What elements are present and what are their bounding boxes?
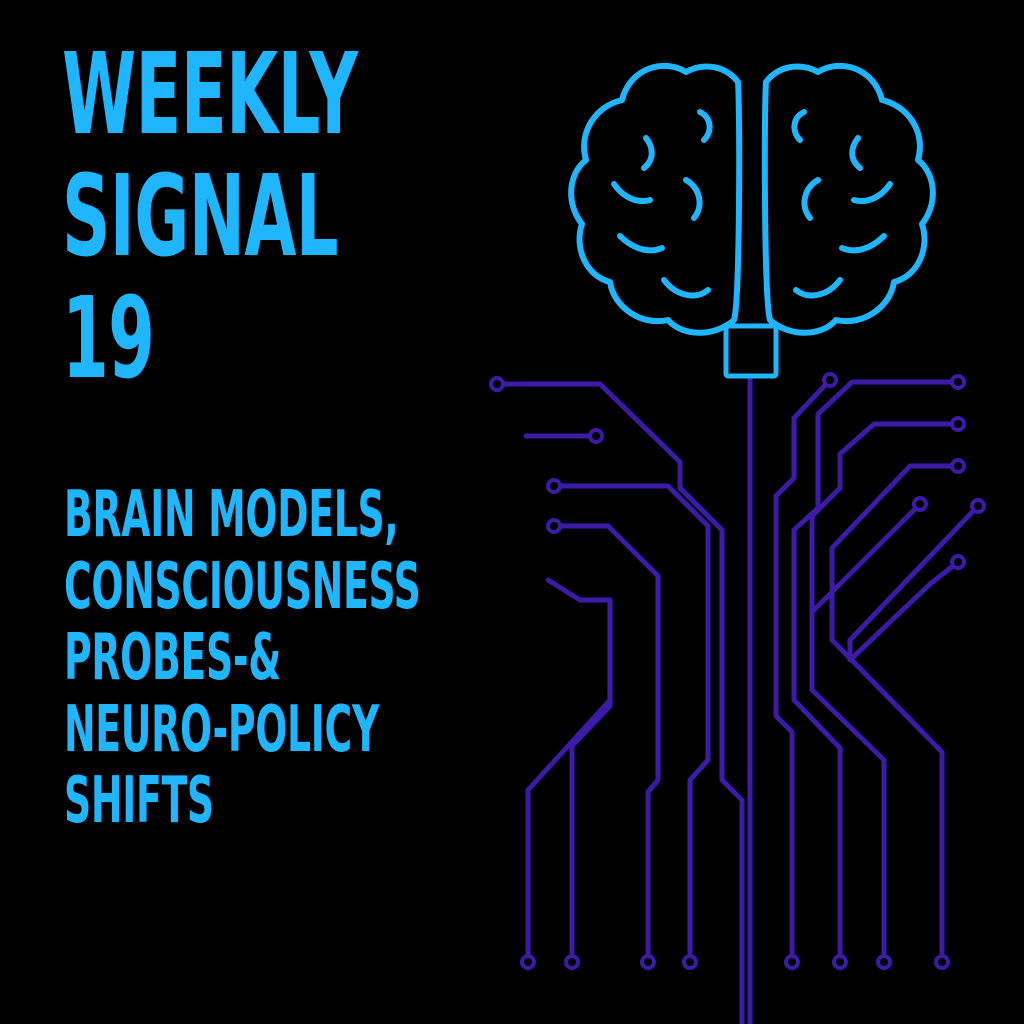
trace-node-icon [564,954,580,970]
circuit-trace-icon [551,523,661,963]
brain-fold-icon [661,277,711,299]
trace-node-icon [682,954,698,970]
trace-node-icon [950,554,966,570]
subtitle-line: BRAIN MODELS, [64,478,399,552]
brain-fold-icon [683,177,703,221]
circuit-trace-icon [809,501,923,615]
trace-node-icon [912,496,928,512]
brain-fold-icon [697,109,713,143]
trace-node-icon [950,374,966,390]
trace-node-icon [832,954,848,970]
trace-node-icon [876,954,892,970]
trace-node-icon [640,954,656,970]
circuit-trace-icon [847,503,981,663]
brain-fold-icon [641,135,655,171]
circuit-trace-icon [829,463,961,963]
chip-square-icon [723,323,779,379]
circuit-nodes [489,372,986,970]
circuit-trace-icon [551,483,711,963]
circuit-trace-icon [791,379,961,963]
brain-left-hemisphere [568,62,743,336]
title-line: WEEKLY [62,30,358,160]
circuit-trace-icon [847,559,961,663]
subtitle-line: PROBES-& [64,621,281,696]
brain-right-hemisphere [761,62,936,336]
brain-fold-icon [791,109,807,143]
circuit-trace-icon [545,577,613,963]
trace-node-icon [784,954,800,970]
trace-node-icon [950,458,966,474]
trace-node-icon [588,428,604,444]
brain-fold-icon [849,135,863,171]
trace-node-icon [970,498,986,514]
issue-number: 19 [62,274,155,405]
brain-fold-icon [617,233,665,254]
trace-node-icon [546,478,562,494]
subtitle-line: NEURO-POLICY [64,692,380,767]
cover-subtitle: BRAIN MODELS, CONSCIOUSNESS PROBES-& NEU… [64,478,544,839]
cover-title: WEEKLY SIGNAL 19 [62,30,532,405]
subtitle-line: CONSCIOUSNESS [64,549,421,624]
circuit-trace-icon [773,377,833,963]
brain-fold-icon [793,277,843,299]
brain-fold-icon [611,181,653,204]
trace-node-icon [546,518,562,534]
brain-fold-icon [851,181,893,204]
brain-fold-icon [801,177,821,221]
subtitle-line: SHIFTS [64,764,214,839]
trace-node-icon [520,954,536,970]
title-line: SIGNAL [62,152,339,283]
trace-node-icon [822,372,838,388]
circuit-trace-icon [809,421,961,963]
brain-icon [568,62,936,336]
circuit-traces [494,375,981,1024]
trace-node-icon [934,954,950,970]
brain-fold-icon [839,233,887,254]
trace-node-icon [950,416,966,432]
